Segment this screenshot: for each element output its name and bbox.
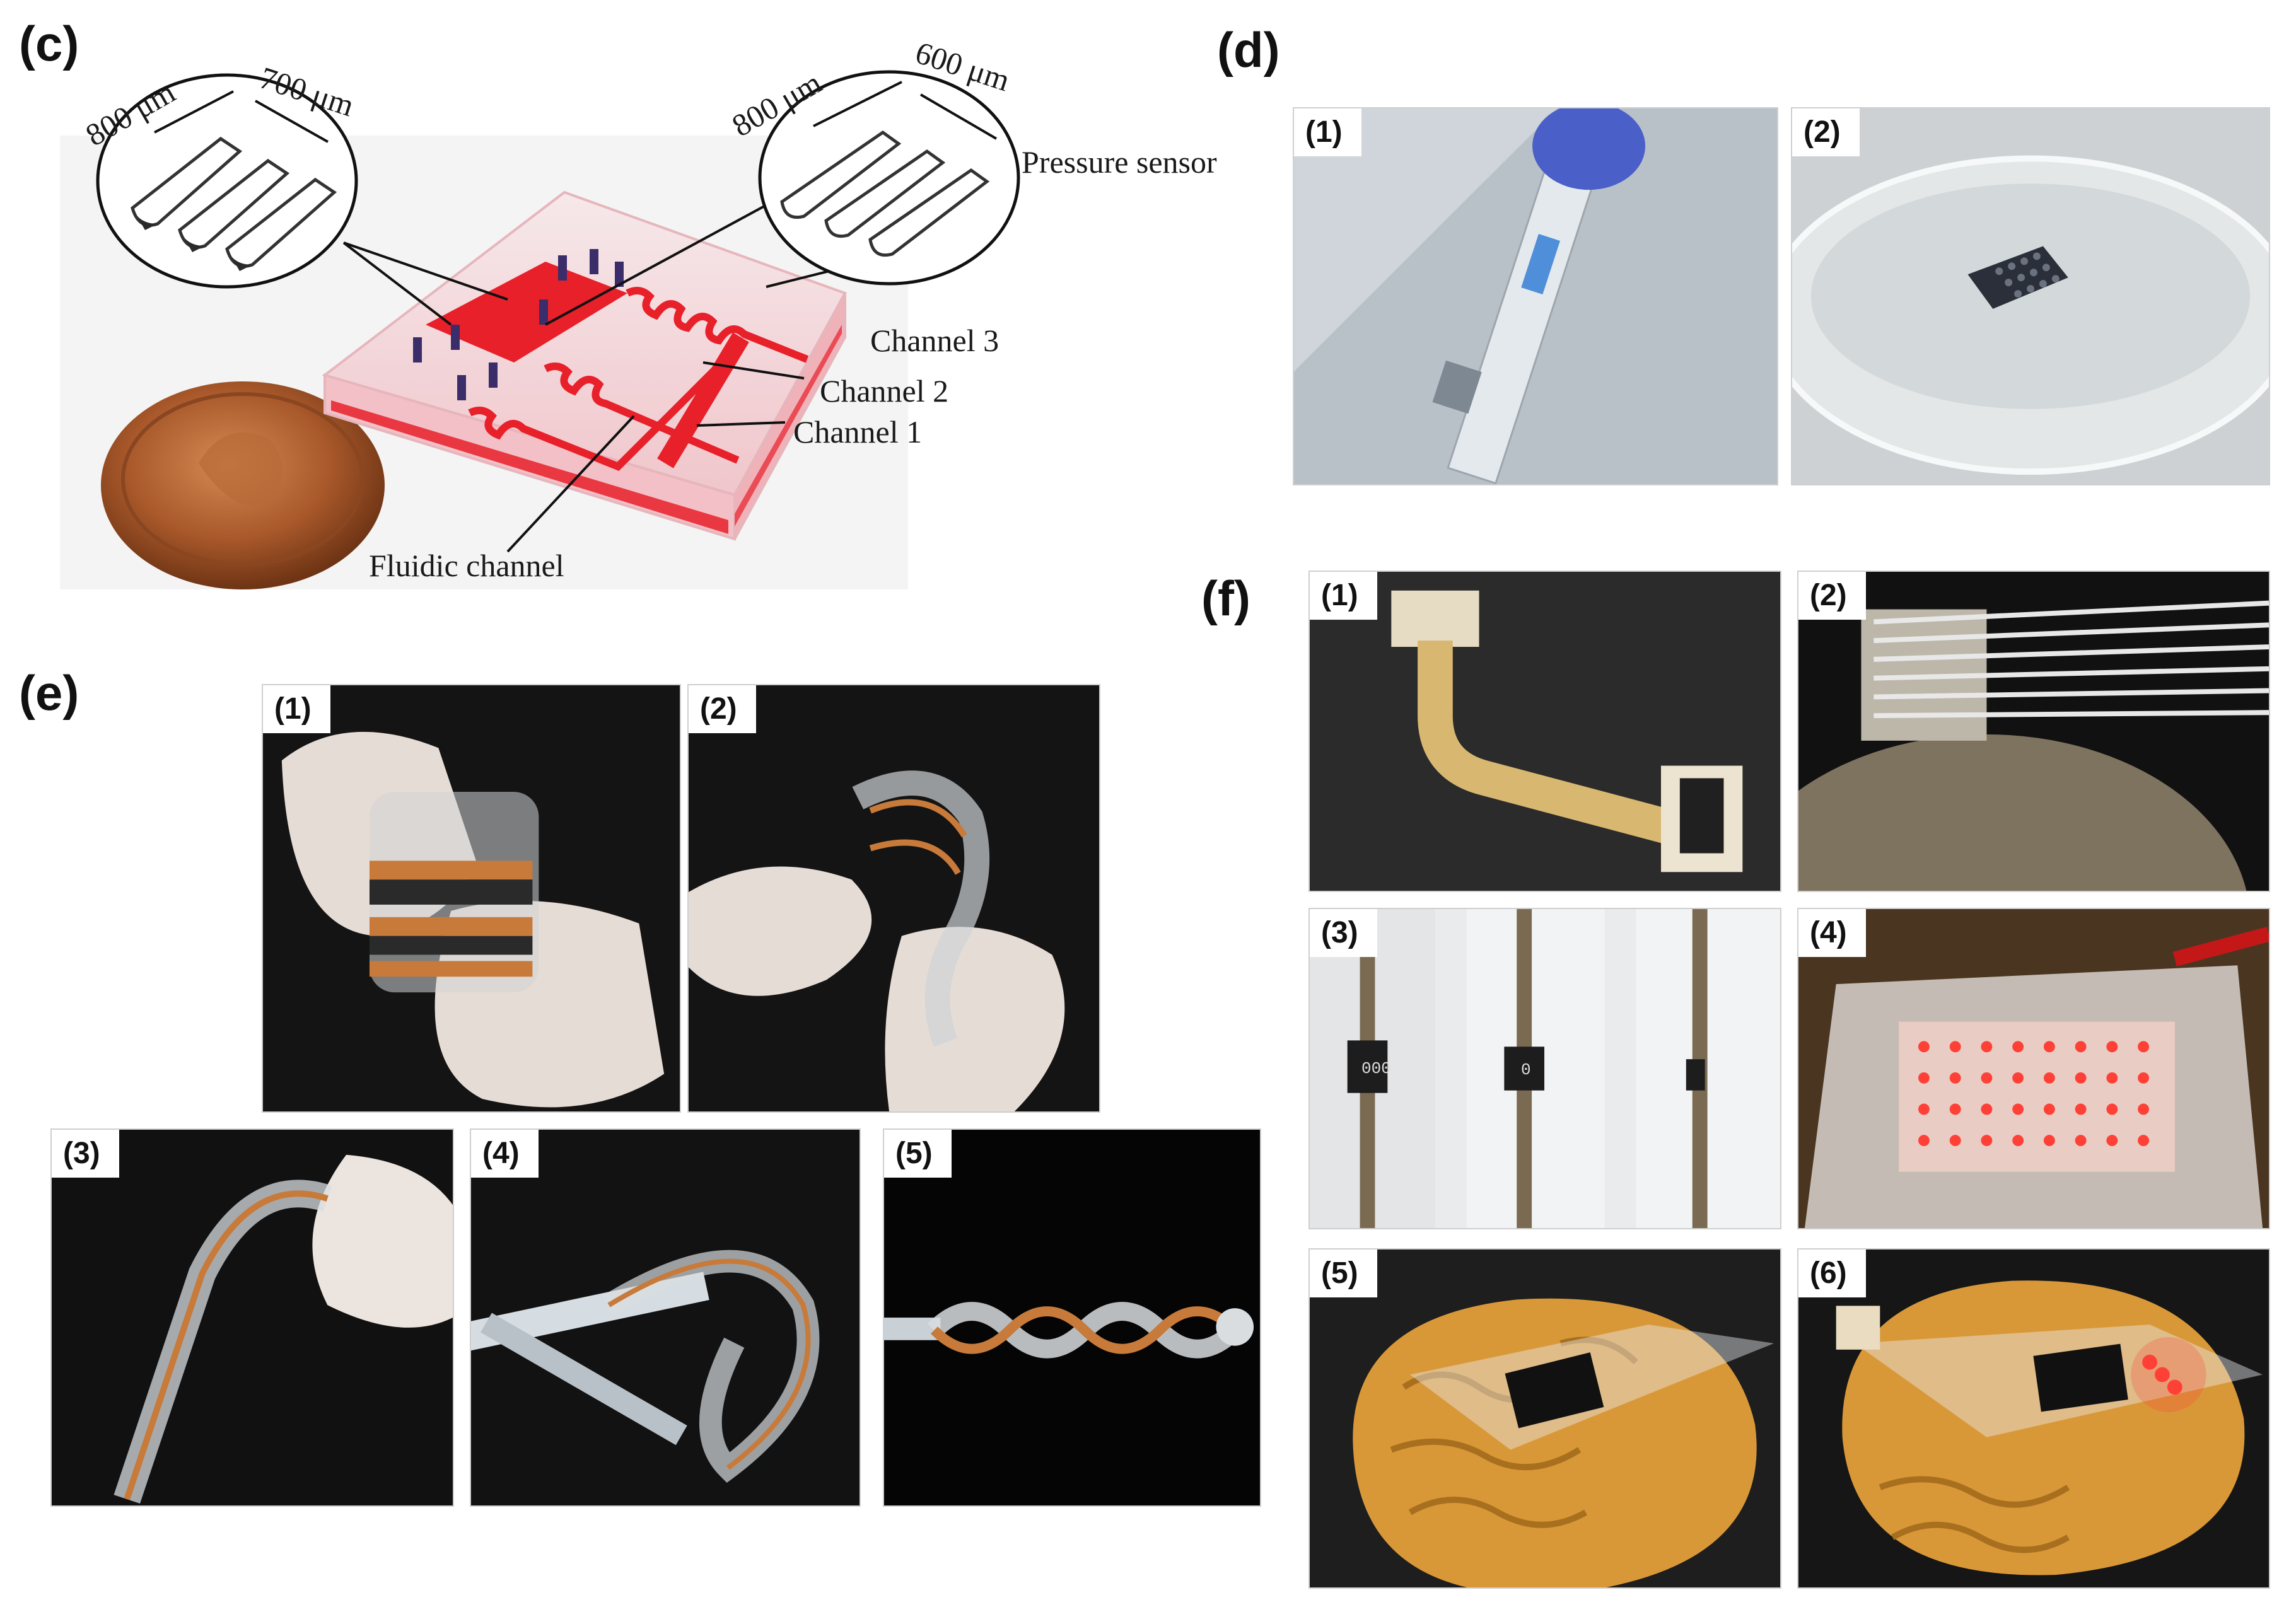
sublabel-e5: (5)	[884, 1130, 952, 1178]
photo-f5: (5)	[1308, 1248, 1781, 1589]
sublabel-f1: (1)	[1310, 572, 1377, 620]
sublabel-f5: (5)	[1310, 1250, 1377, 1297]
photo-e4: (4)	[470, 1128, 861, 1507]
photo-f2: (2)	[1797, 571, 2270, 892]
label-pressure-sensor: Pressure sensor	[1022, 144, 1217, 180]
sublabel-d2: (2)	[1792, 108, 1860, 156]
left-electrode-inset	[95, 72, 359, 290]
resistor-mark-2: 0	[1521, 1060, 1531, 1079]
photo-e5: (5)	[883, 1128, 1261, 1507]
photo-f4: (4)	[1797, 908, 2270, 1229]
photo-d2: (2)	[1791, 107, 2270, 485]
sublabel-d1: (1)	[1294, 108, 1361, 156]
sublabel-f3: (3)	[1310, 909, 1377, 957]
sublabel-f4: (4)	[1798, 909, 1866, 957]
label-channel-3: Channel 3	[870, 323, 999, 358]
sublabel-e3: (3)	[52, 1130, 119, 1178]
right-electrode-inset	[757, 69, 1022, 287]
label-channel-2: Channel 2	[820, 373, 949, 409]
label-fluidic-channel: Fluidic channel	[369, 548, 564, 583]
photo-d1: (1)	[1293, 107, 1778, 485]
panel-letter-e: (e)	[19, 665, 79, 721]
photo-f6: (6)	[1797, 1248, 2270, 1589]
sublabel-e4: (4)	[471, 1130, 539, 1178]
photo-e2: (2)	[687, 684, 1100, 1113]
photo-e1: (1)	[262, 684, 681, 1113]
photo-e3: (3)	[50, 1128, 454, 1507]
panel-letter-d: (d)	[1217, 22, 1280, 78]
photo-f1: (1)	[1308, 571, 1781, 892]
label-channel-1: Channel 1	[793, 414, 923, 449]
panel-letter-f: (f)	[1201, 571, 1250, 626]
resistor-mark-1: 000	[1361, 1059, 1391, 1078]
sublabel-f2: (2)	[1798, 572, 1866, 620]
panel-letter-c: (c)	[19, 16, 79, 71]
sublabel-f6: (6)	[1798, 1250, 1866, 1297]
sublabel-e2: (2)	[689, 685, 756, 733]
photo-f3: (3) 000 0	[1308, 908, 1781, 1229]
sublabel-e1: (1)	[263, 685, 330, 733]
